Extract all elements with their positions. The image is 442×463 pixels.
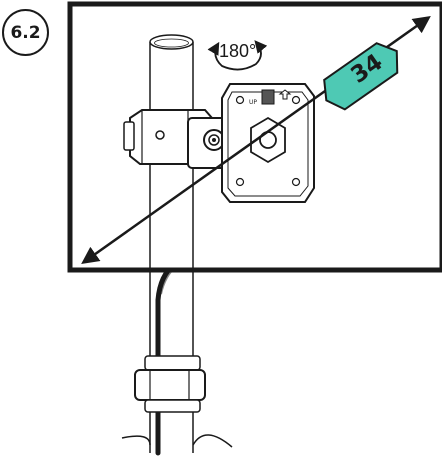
rotation-label: 180° — [219, 41, 257, 61]
step-number: 6.2 — [10, 22, 41, 43]
step-number-badge: 6.2 — [2, 9, 49, 56]
plate-up-mark: UP — [249, 99, 258, 106]
desk-cutline — [121, 434, 233, 448]
cable-clip — [134, 355, 206, 413]
vesa-plate — [221, 83, 315, 203]
screen-size-tag — [323, 42, 399, 111]
